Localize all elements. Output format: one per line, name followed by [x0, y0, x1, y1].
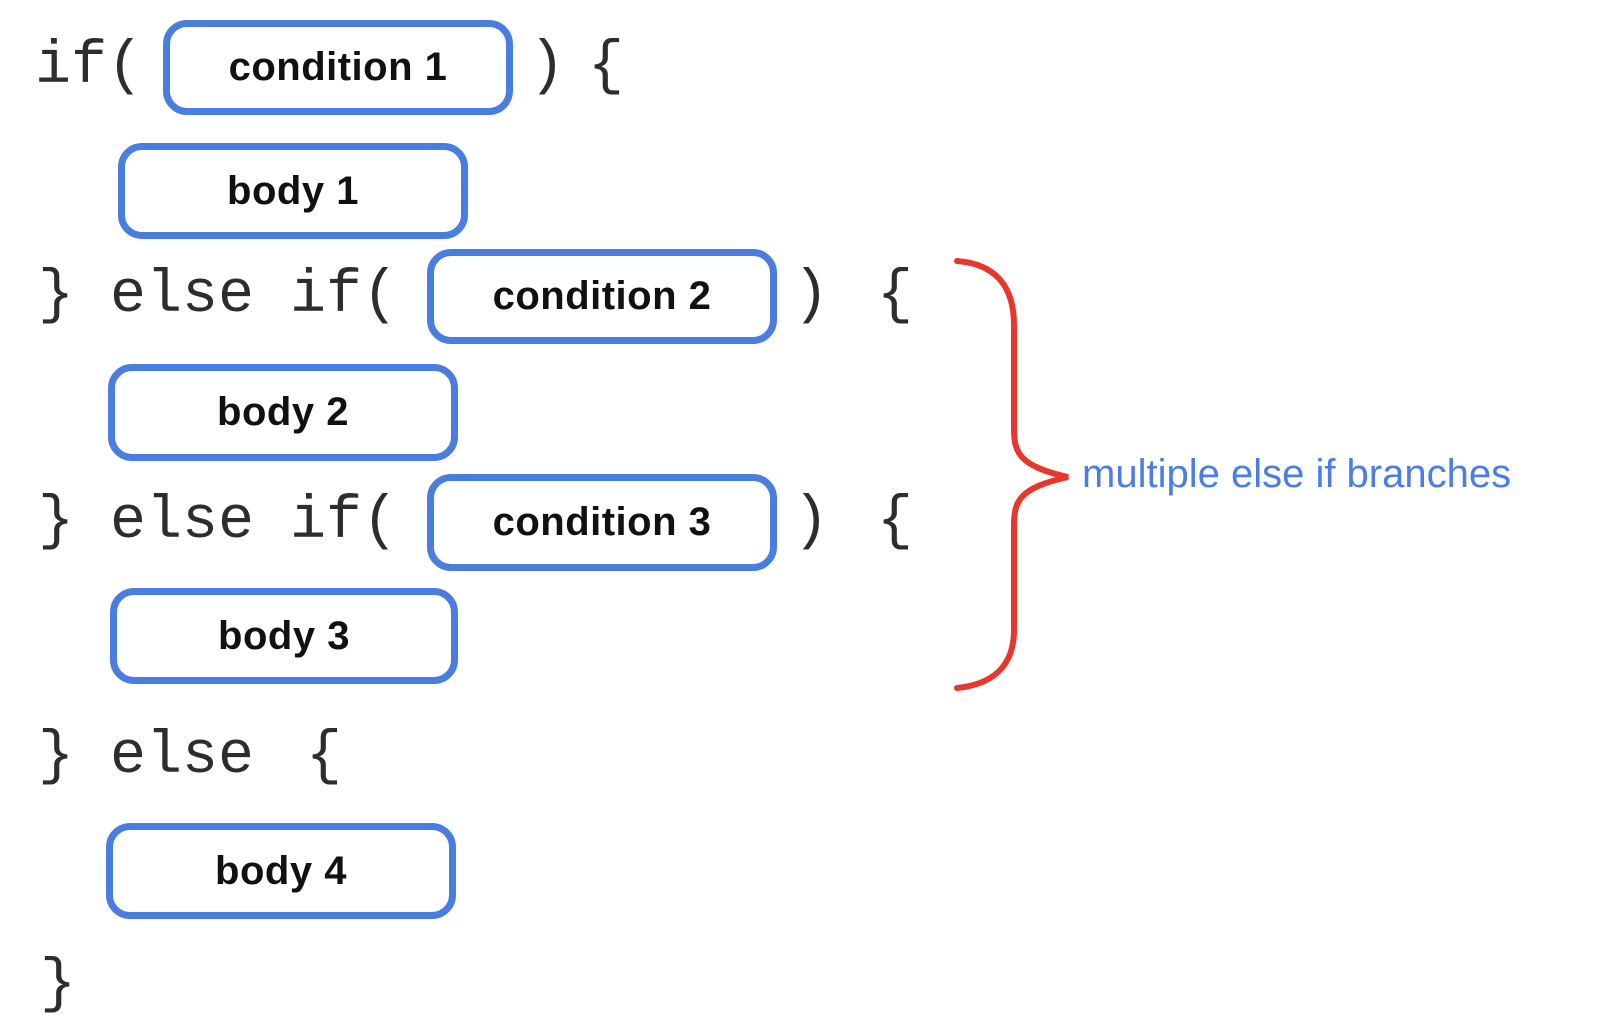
condition-1-label: condition 1: [228, 45, 448, 89]
body-4-label: body 4: [215, 848, 347, 893]
code-open-brace-4: {: [306, 723, 343, 791]
code-else-if-2: } else if(: [38, 488, 399, 556]
code-close-paren-1: ): [529, 33, 566, 101]
body-2-label: body 2: [217, 390, 349, 434]
body-1-label: body 1: [227, 168, 359, 213]
body-1-box: body 1: [118, 143, 468, 239]
code-if-open: if(: [35, 33, 144, 101]
condition-3-box: condition 3: [427, 474, 777, 571]
code-open-brace-2: {: [877, 262, 914, 330]
body-4-box: body 4: [106, 823, 456, 919]
code-else-prefix: } else: [38, 723, 255, 791]
condition-2-label: condition 2: [492, 274, 712, 318]
curly-brace-path: [954, 258, 1069, 691]
code-closing-brace: }: [40, 951, 77, 1019]
condition-3-label: condition 3: [492, 500, 712, 544]
annotation-multiple-else-if: multiple else if branches: [1082, 452, 1512, 496]
code-close-paren-3: ): [793, 488, 830, 556]
code-else-if-1: } else if(: [38, 262, 399, 330]
condition-2-box: condition 2: [427, 249, 777, 344]
condition-1-box: condition 1: [163, 20, 513, 115]
body-2-box: body 2: [108, 364, 458, 461]
code-open-brace-3: {: [877, 488, 914, 556]
body-3-box: body 3: [110, 588, 458, 684]
code-close-paren-2: ): [793, 262, 830, 330]
body-3-label: body 3: [218, 613, 350, 658]
code-open-brace-1: {: [588, 33, 625, 101]
